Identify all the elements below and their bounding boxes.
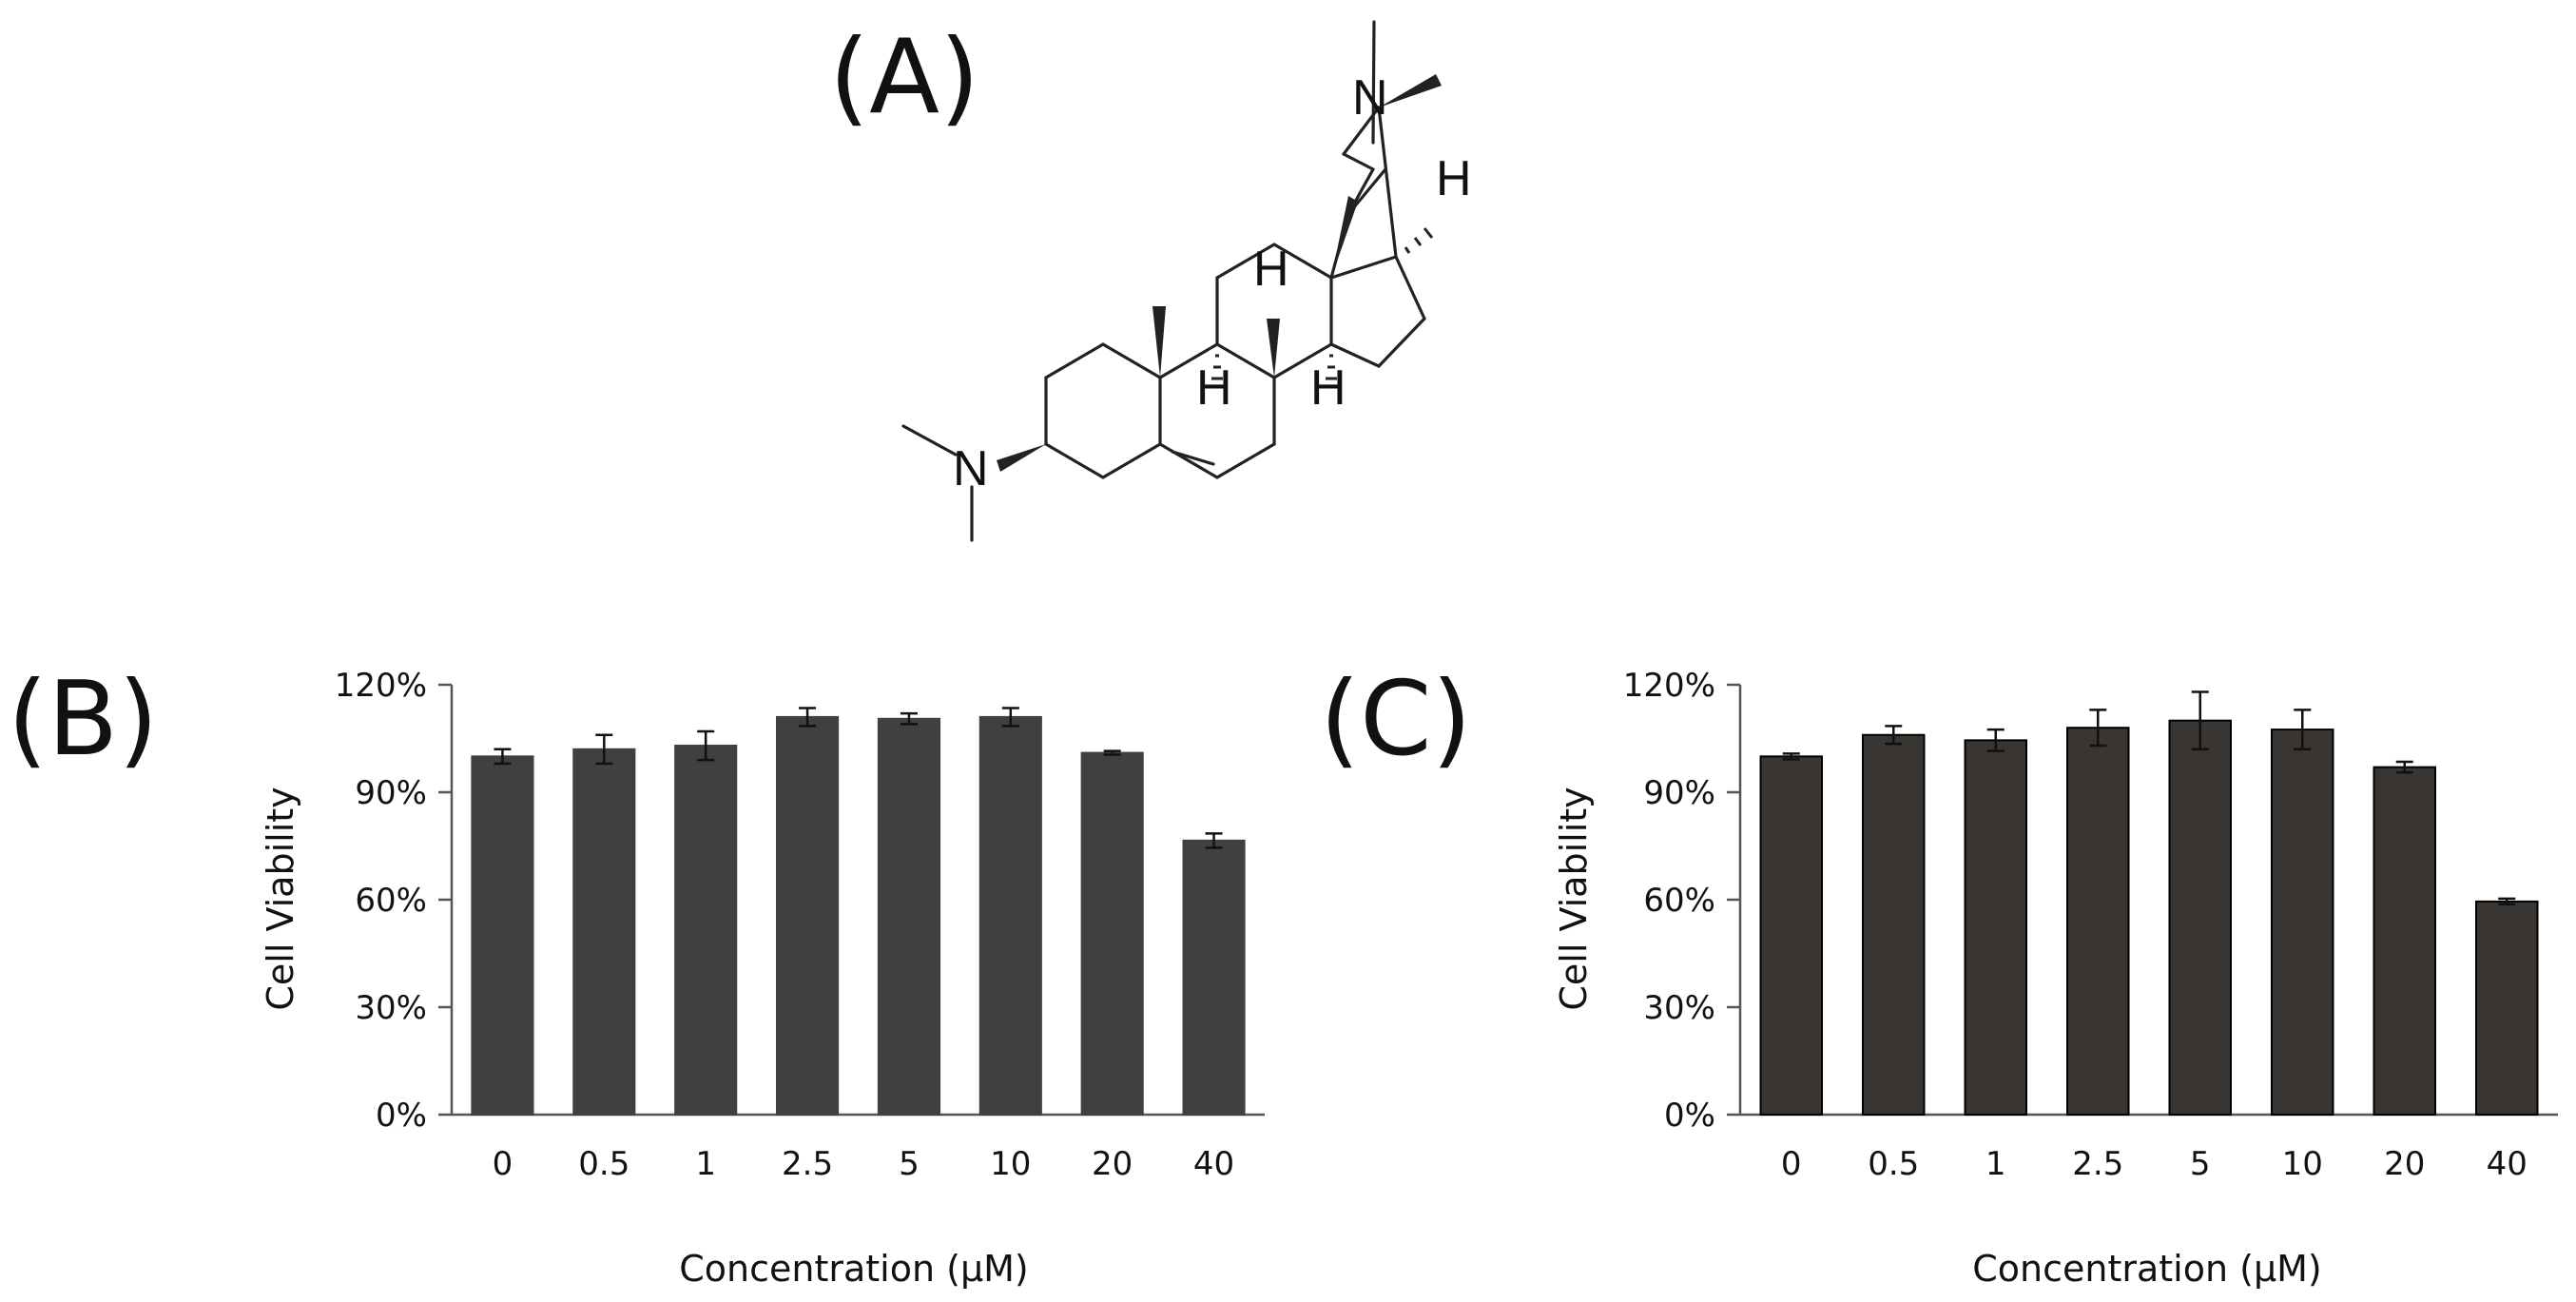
chart-b-error-bar <box>1205 832 1223 849</box>
chart-c-bar <box>1862 733 1926 1116</box>
chart-c-error-bar <box>1782 752 1800 761</box>
chemical-structure: N N H H H H <box>901 20 1472 542</box>
chart-b-bar <box>572 748 636 1116</box>
chart-c-error-bar <box>2498 897 2516 906</box>
chart-b-error-bar <box>900 711 918 726</box>
chart-b-x-tick-label: 1 <box>695 1145 716 1183</box>
chart-c-y-tick-label: 90% <box>1643 774 1715 812</box>
chart-b-error-bar <box>697 729 715 762</box>
panel-label-a: (A) <box>829 18 979 137</box>
chart-c-y-tick-label: 0% <box>1664 1097 1715 1135</box>
chart-b-x-tick-label: 20 <box>1092 1145 1133 1183</box>
chart-c-y-tick-label: 30% <box>1643 989 1715 1027</box>
chart-b-bar <box>776 715 840 1117</box>
panel-label-c: (C) <box>1320 660 1472 779</box>
atom-h-c9: H <box>1196 360 1232 416</box>
chart-b-y-tick-label: 0% <box>376 1097 427 1135</box>
atom-n-top: N <box>1352 70 1388 126</box>
chart-b-bar <box>1182 839 1246 1116</box>
chart-c-bar <box>1759 755 1823 1116</box>
chart-c-bar <box>1964 739 2027 1117</box>
chart-b-error-bar <box>595 733 613 766</box>
chart-c-x-tick-label: 20 <box>2384 1145 2425 1183</box>
chart-b-y-tick-label: 120% <box>335 667 427 705</box>
chart-b-error-bar <box>799 707 817 728</box>
chart-c-bar <box>2373 766 2436 1117</box>
chart-c-x-tick-label: 2.5 <box>2072 1145 2123 1183</box>
chart-c-x-tick-label: 40 <box>2487 1145 2528 1183</box>
chart-b-y-tick-label: 90% <box>355 774 427 812</box>
chart-b-x-tick-label: 2.5 <box>782 1145 833 1183</box>
chart-b-bar <box>674 745 738 1116</box>
atom-h-c14: H <box>1310 360 1346 416</box>
chart-c-x-tick-label: 0 <box>1781 1145 1802 1183</box>
chart-b-bar <box>978 715 1042 1117</box>
atom-h-c8: H <box>1253 242 1289 297</box>
atom-n-left: N <box>953 441 989 496</box>
chart-c-y-tick-label: 120% <box>1623 667 1715 705</box>
chart-b-x-tick-label: 10 <box>990 1145 1031 1183</box>
panel-label-b: (B) <box>8 660 158 779</box>
chart-c-bar <box>2168 719 2232 1117</box>
chart-b-bar <box>1080 751 1144 1116</box>
chart-c-error-bar <box>1986 728 2005 752</box>
atom-h-c20: H <box>1436 151 1472 206</box>
chart-c-xlabel: Concentration (μM) <box>1972 1248 2322 1290</box>
chart-b-error-bar <box>1103 749 1121 756</box>
chart-b-ylabel: Cell Viability <box>260 787 301 1010</box>
chart-c-error-bar <box>2294 709 2312 751</box>
chart-c-x-tick-label: 10 <box>2282 1145 2323 1183</box>
chart-b-x-tick-label: 0.5 <box>578 1145 629 1183</box>
chart-b-y-tick-label: 60% <box>355 882 427 920</box>
chart-b-bar <box>877 717 940 1116</box>
chart-c-x-tick-label: 1 <box>1985 1145 2006 1183</box>
chart-b-x-tick-label: 40 <box>1193 1145 1234 1183</box>
chart-b-bar <box>471 755 534 1116</box>
chart-b-error-bar <box>494 748 512 766</box>
chart-b-y-tick-label: 30% <box>355 989 427 1027</box>
chart-c-x-tick-label: 5 <box>2190 1145 2211 1183</box>
chart-c-error-bar <box>2395 760 2413 774</box>
chart-c-bar <box>2271 729 2334 1116</box>
chart-c-error-bar <box>2089 709 2107 748</box>
chart-b-x-tick-label: 0 <box>493 1145 513 1183</box>
chart-b-xlabel: Concentration (μM) <box>679 1248 1029 1290</box>
chart-b-error-bar <box>1001 707 1019 728</box>
chart-c-error-bar <box>1885 725 1903 746</box>
chart-c-bar <box>2066 727 2130 1116</box>
chart-b: Cell Viability Concentration (μM) 0% 30% 6… <box>260 667 1265 1290</box>
chart-c: Cell Viability Concentration (μM) 0% 30% 6… <box>1553 667 2558 1290</box>
chart-b-x-tick-label: 5 <box>899 1145 920 1183</box>
chart-c-y-tick-label: 60% <box>1643 882 1715 920</box>
chart-c-bar <box>2475 900 2539 1117</box>
chart-c-error-bar <box>2191 690 2209 751</box>
chart-c-x-tick-label: 0.5 <box>1868 1145 1919 1183</box>
chart-c-ylabel: Cell Viability <box>1553 787 1595 1010</box>
